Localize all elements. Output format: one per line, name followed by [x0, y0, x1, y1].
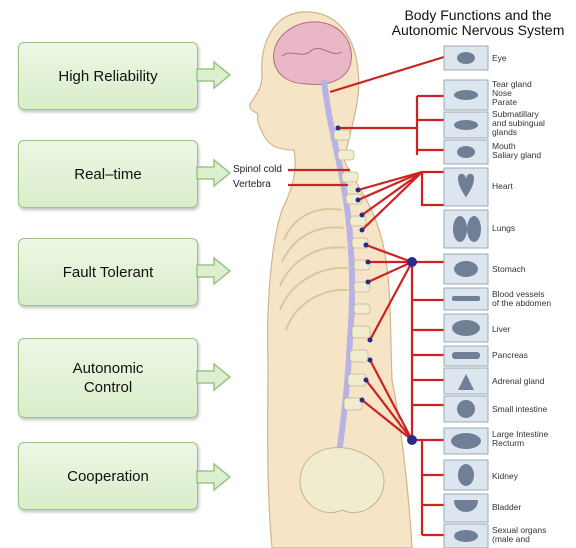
organ-label-pancreas: Pancreas [492, 351, 576, 360]
organ-label-mouth: Mouth Saliary gland [492, 142, 576, 160]
organ-label-large-intestine: Large Intestine Recturm [492, 430, 576, 448]
title-line-1: Body Functions and the [383, 8, 573, 23]
arrow-right-icon [196, 256, 232, 286]
spinal-cord-label: Spinol cold [233, 164, 282, 175]
arrow-right-icon [196, 462, 232, 492]
ganglion-node [407, 257, 417, 267]
box-label: Real–time [74, 166, 142, 183]
organ-label-lungs: Lungs [492, 224, 576, 233]
organ-label-bladder: Bladder [492, 503, 576, 512]
box-label: Autonomic Control [73, 359, 144, 397]
organ-label-tear-gland: Tear gland Nose Parate [492, 80, 576, 107]
box-label: Fault Tolerant [63, 264, 154, 281]
organ-label-liver: Liver [492, 325, 576, 334]
organ-label-kidney: Kidney [492, 472, 576, 481]
arrow-right-icon [196, 362, 232, 392]
organ-label-adrenal-gland: Adrenal gland [492, 377, 576, 386]
box-cooperation: Cooperation [18, 442, 198, 510]
box-high-reliability: High Reliability [18, 42, 198, 110]
organ-label-small-intestine: Small intestine [492, 405, 576, 414]
title-line-2: Autonomic Nervous System [383, 23, 573, 38]
organ-label-sexual-organs: Sexual organs (male and [492, 526, 576, 544]
box-real-time: Real–time [18, 140, 198, 208]
organ-label-stomach: Stomach [492, 265, 576, 274]
diagram-title: Body Functions and the Autonomic Nervous… [383, 8, 573, 38]
box-autonomic-control: Autonomic Control [18, 338, 198, 418]
vertebra-label: Vertebra [233, 179, 271, 190]
organ-label-heart: Heart [492, 182, 576, 191]
box-fault-tolerant: Fault Tolerant [18, 238, 198, 306]
box-label: Cooperation [67, 468, 149, 485]
arrow-right-icon [196, 60, 232, 90]
arrow-right-icon [196, 158, 232, 188]
organ-label-eye: Eye [492, 54, 576, 63]
ganglion-node [407, 435, 417, 445]
box-label: High Reliability [58, 68, 157, 85]
organ-label-submatillary: Submatillary and subingual glands [492, 110, 576, 137]
organ-label-blood-vessels: Blood vessels of the abdomen [492, 290, 576, 308]
